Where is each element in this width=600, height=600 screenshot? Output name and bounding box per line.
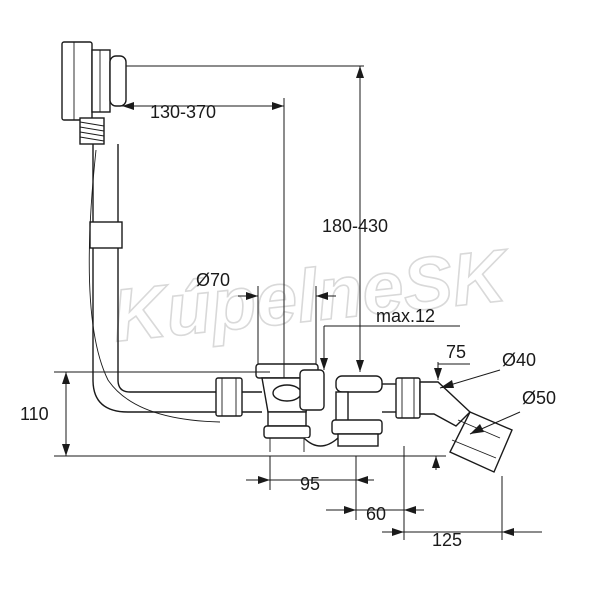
label-125: 125 — [432, 530, 462, 550]
label-130-370: 130-370 — [150, 102, 216, 122]
label-diameter-50: Ø50 — [522, 388, 556, 408]
label-95: 95 — [300, 474, 320, 494]
horizontal-pipe — [215, 377, 262, 417]
label-180-430: 180-430 — [322, 216, 388, 236]
watermark-text: KúpelneSK — [108, 233, 514, 357]
label-75: 75 — [446, 342, 466, 362]
label-diameter-70: Ø70 — [196, 270, 230, 290]
label-60: 60 — [366, 504, 386, 524]
arrowheads — [62, 66, 514, 536]
overflow-tube — [88, 144, 221, 423]
label-diameter-40: Ø40 — [502, 350, 536, 370]
overflow-head — [61, 41, 127, 145]
label-max-12: max.12 — [376, 306, 435, 326]
outlet-elbow — [395, 377, 513, 473]
label-110: 110 — [20, 404, 49, 424]
trap — [303, 375, 398, 447]
drain-body — [255, 363, 325, 452]
